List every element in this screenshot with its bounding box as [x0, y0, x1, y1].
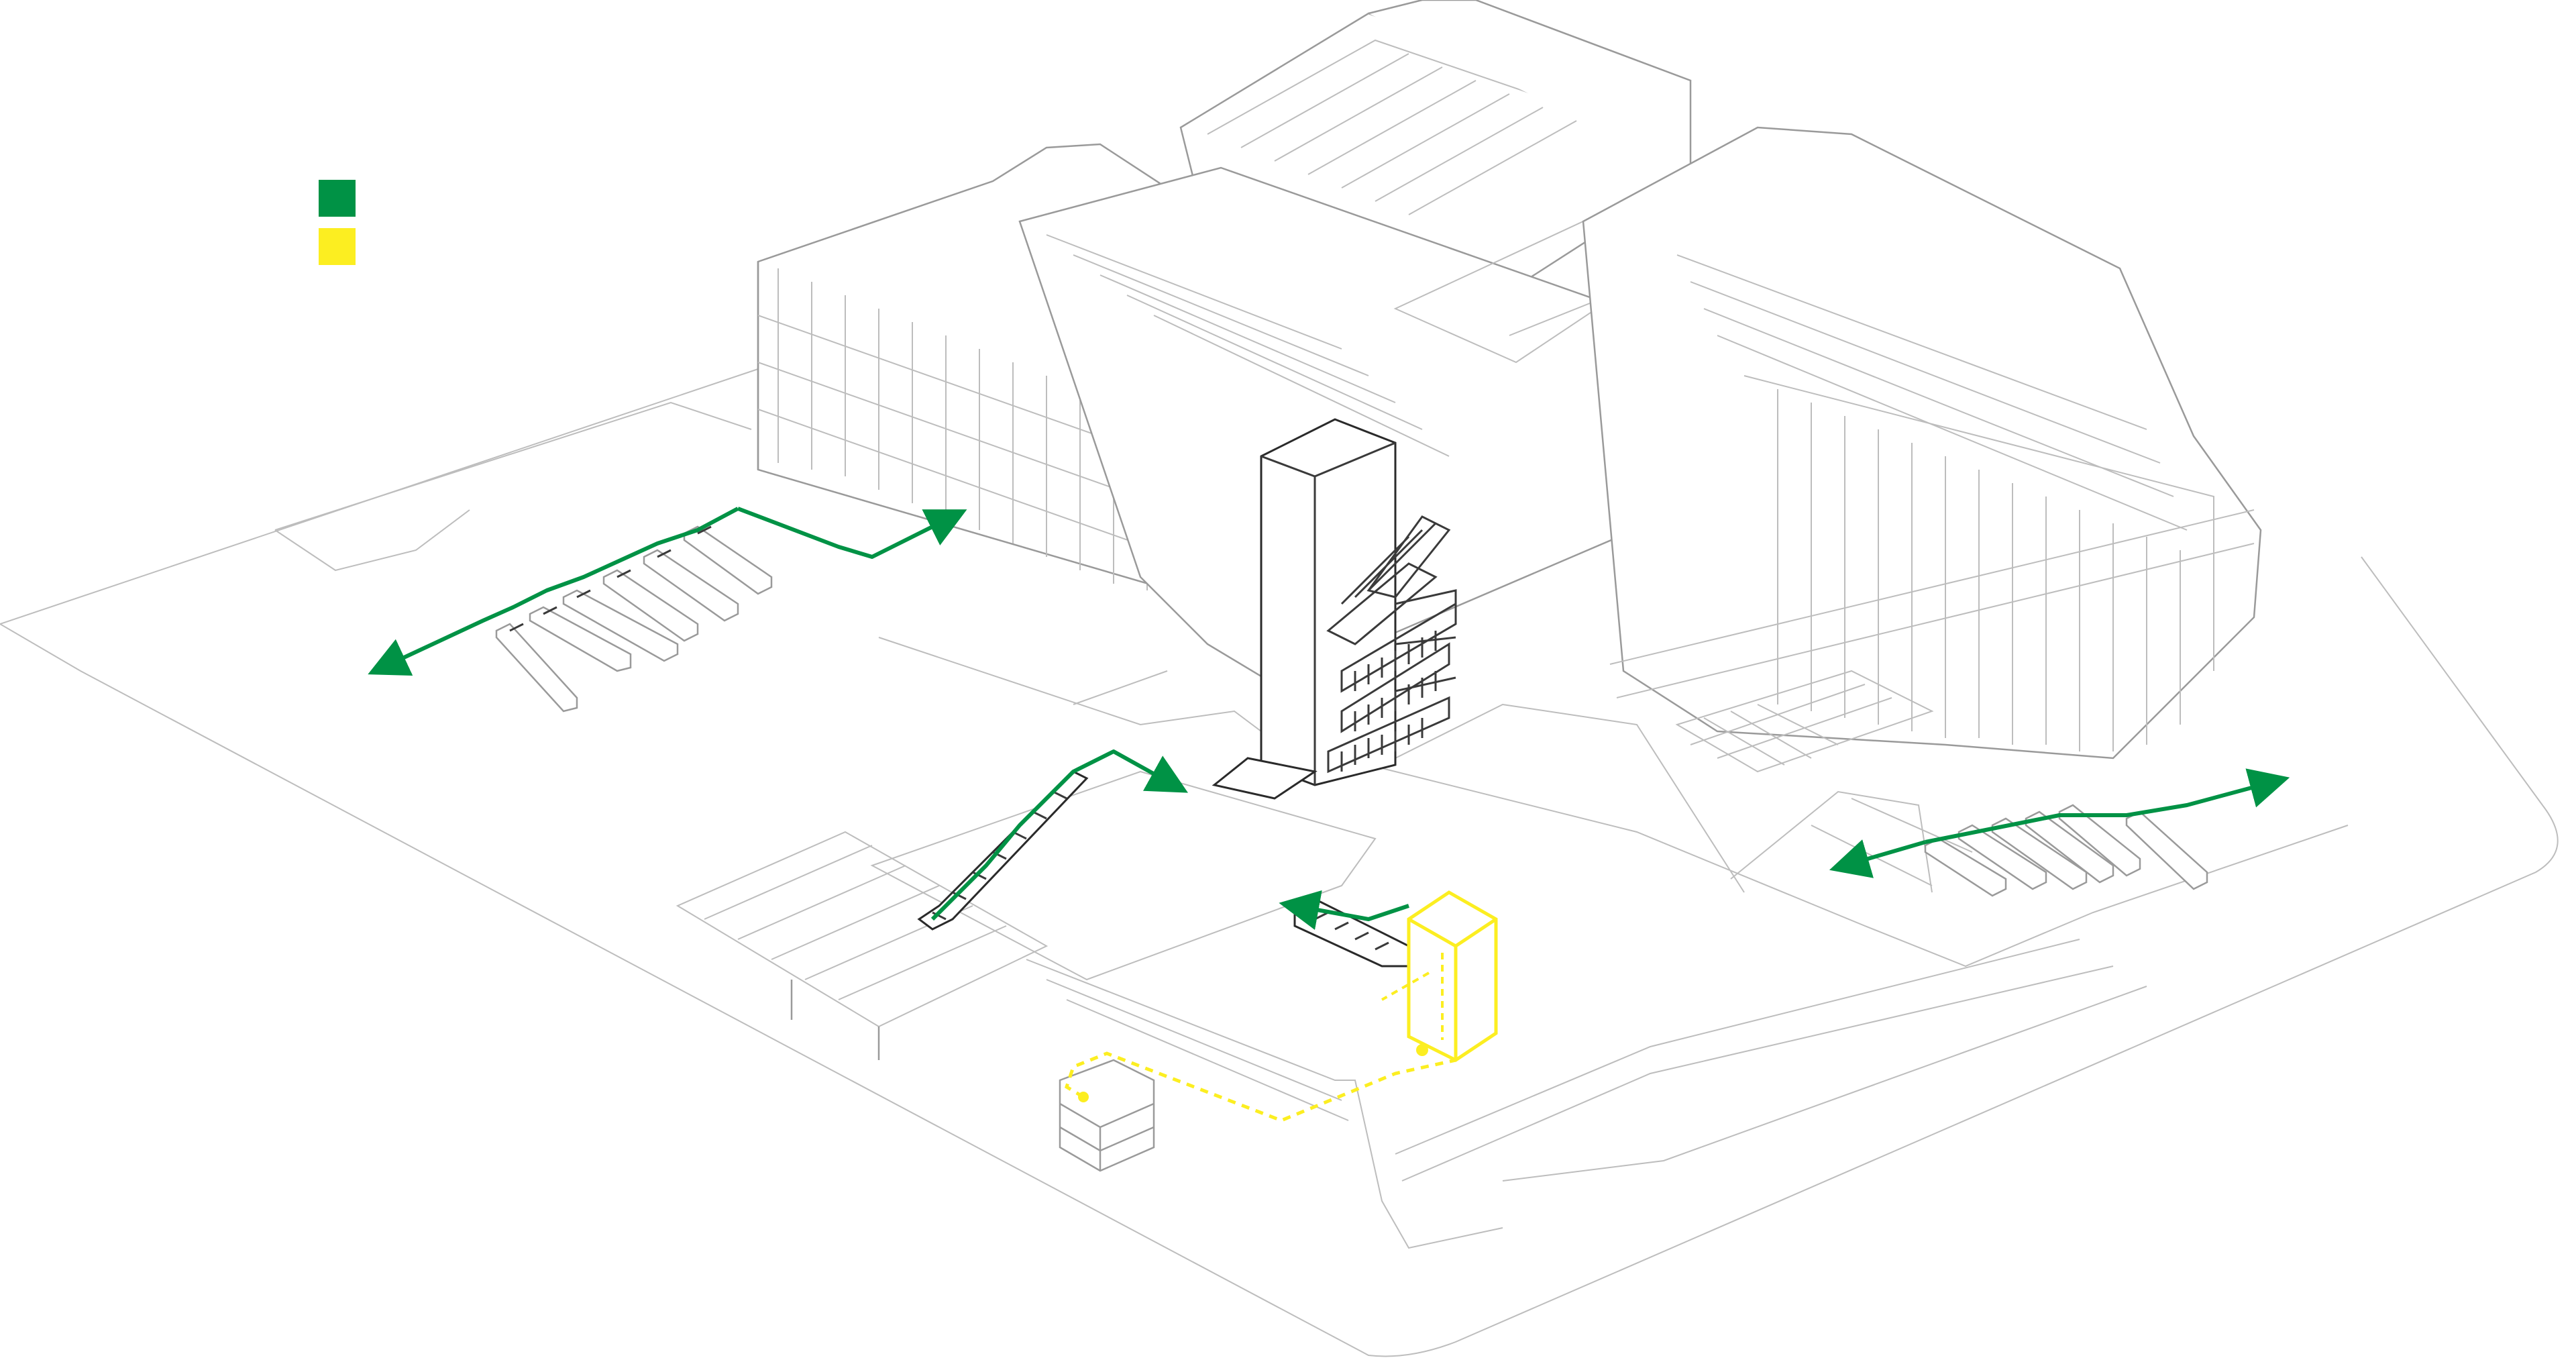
main-building	[676, 0, 2349, 1249]
arrow-icon	[1829, 839, 1926, 878]
arrow-icon	[930, 749, 1188, 921]
arrow-icon	[368, 507, 739, 676]
legend-swatch-yellow	[319, 228, 356, 265]
stair-icon	[1326, 515, 1457, 774]
arrow-icon	[1279, 890, 1409, 930]
yellow-dashed-route	[1064, 1051, 1456, 1122]
stair-tower	[1212, 418, 1457, 800]
elevator-icon	[1381, 890, 1498, 1062]
legend-swatch-green	[319, 180, 356, 217]
left-stair-set	[495, 525, 773, 713]
route-node-elevator	[1416, 1044, 1428, 1056]
arrow-icon	[1925, 768, 2290, 844]
green-circulation-routes	[368, 507, 2290, 930]
route-node-start	[1078, 1092, 1089, 1102]
arrow-icon	[737, 507, 967, 559]
right-stair-set	[1924, 804, 2208, 897]
